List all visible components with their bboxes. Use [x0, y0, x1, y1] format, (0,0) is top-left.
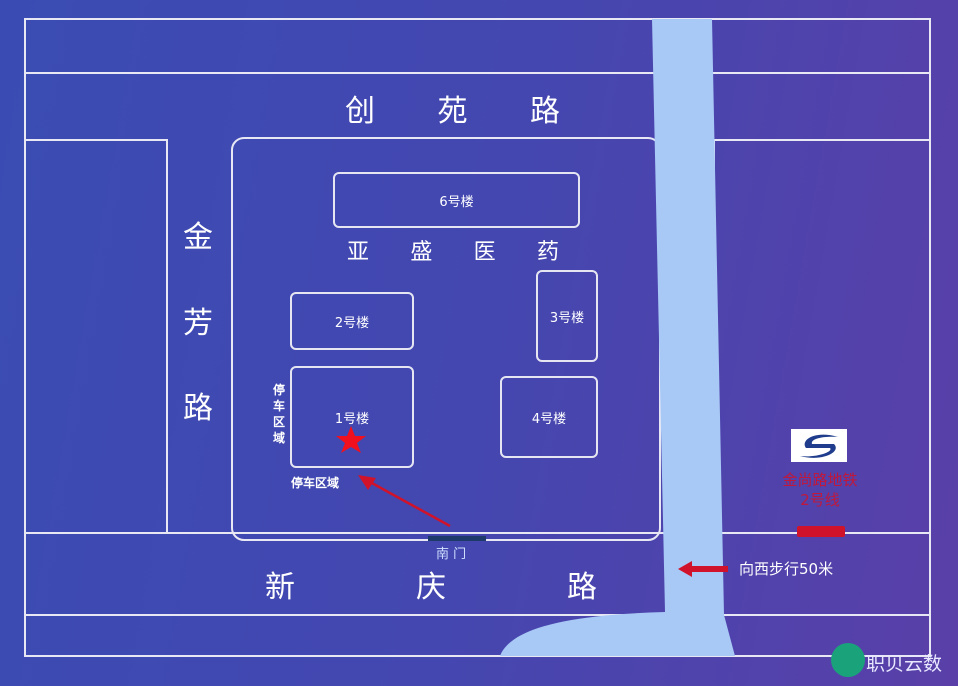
location-star-icon — [336, 426, 366, 453]
subway-label: 金尚路地铁 2号线 — [768, 470, 872, 510]
parking-char: 域 — [273, 431, 286, 445]
road-char: 新 — [265, 570, 295, 605]
road-char: 苑 — [437, 94, 468, 129]
company-char: 亚 — [347, 240, 370, 265]
building-label: 3号楼 — [549, 310, 585, 326]
building-label: 4号楼 — [531, 411, 567, 427]
parking-char: 区 — [273, 415, 286, 429]
building-1[interactable]: 1号楼 — [290, 366, 414, 468]
road-char: 路 — [567, 570, 597, 605]
subway-marker — [797, 526, 845, 537]
walk-arrow-icon — [678, 561, 728, 577]
road-jinfang: 金芳路 — [183, 212, 213, 427]
watermark-text: 职贝云数 — [866, 653, 943, 675]
parking-area-horizontal: 停车区域 — [291, 476, 340, 490]
building-label: 6号楼 — [439, 194, 474, 210]
river — [500, 19, 735, 656]
road-char: 芳 — [183, 305, 213, 341]
subway-line: 2号线 — [800, 491, 840, 509]
walk-hint: 向西步行50米 — [739, 560, 834, 578]
company-char: 盛 — [410, 240, 433, 265]
road-char: 庆 — [416, 570, 446, 605]
parking-char: 车 — [273, 399, 286, 413]
parking-char: 停 — [273, 383, 286, 397]
road-xinqing: 新庆路 — [265, 562, 597, 606]
building-2[interactable]: 2号楼 — [290, 292, 414, 350]
south-gate-bar — [428, 536, 486, 541]
road-char: 创 — [345, 94, 375, 129]
parking-area-vertical: 停车区域 — [273, 382, 285, 446]
subway-station: 金尚路地铁 — [782, 471, 858, 489]
road-char: 路 — [530, 94, 560, 129]
road-char: 金 — [183, 220, 213, 255]
arrow-head — [358, 475, 376, 490]
road-chuangyuan: 创苑路 — [345, 86, 560, 130]
building-3[interactable]: 3号楼 — [536, 270, 598, 362]
building-4[interactable]: 4号楼 — [500, 376, 598, 458]
watermark-logo-icon — [831, 643, 865, 677]
building-label: 1号楼 — [334, 412, 370, 427]
company-name: 亚盛医药 — [347, 234, 559, 266]
left-block — [24, 139, 168, 534]
building-6[interactable]: 6号楼 — [333, 172, 580, 228]
road-char: 路 — [183, 391, 213, 426]
company-char: 药 — [536, 240, 559, 265]
building-label: 2号楼 — [334, 315, 370, 331]
south-gate-label: 南 门 — [436, 547, 467, 562]
arrow-line — [369, 480, 451, 528]
company-char: 医 — [473, 240, 496, 265]
